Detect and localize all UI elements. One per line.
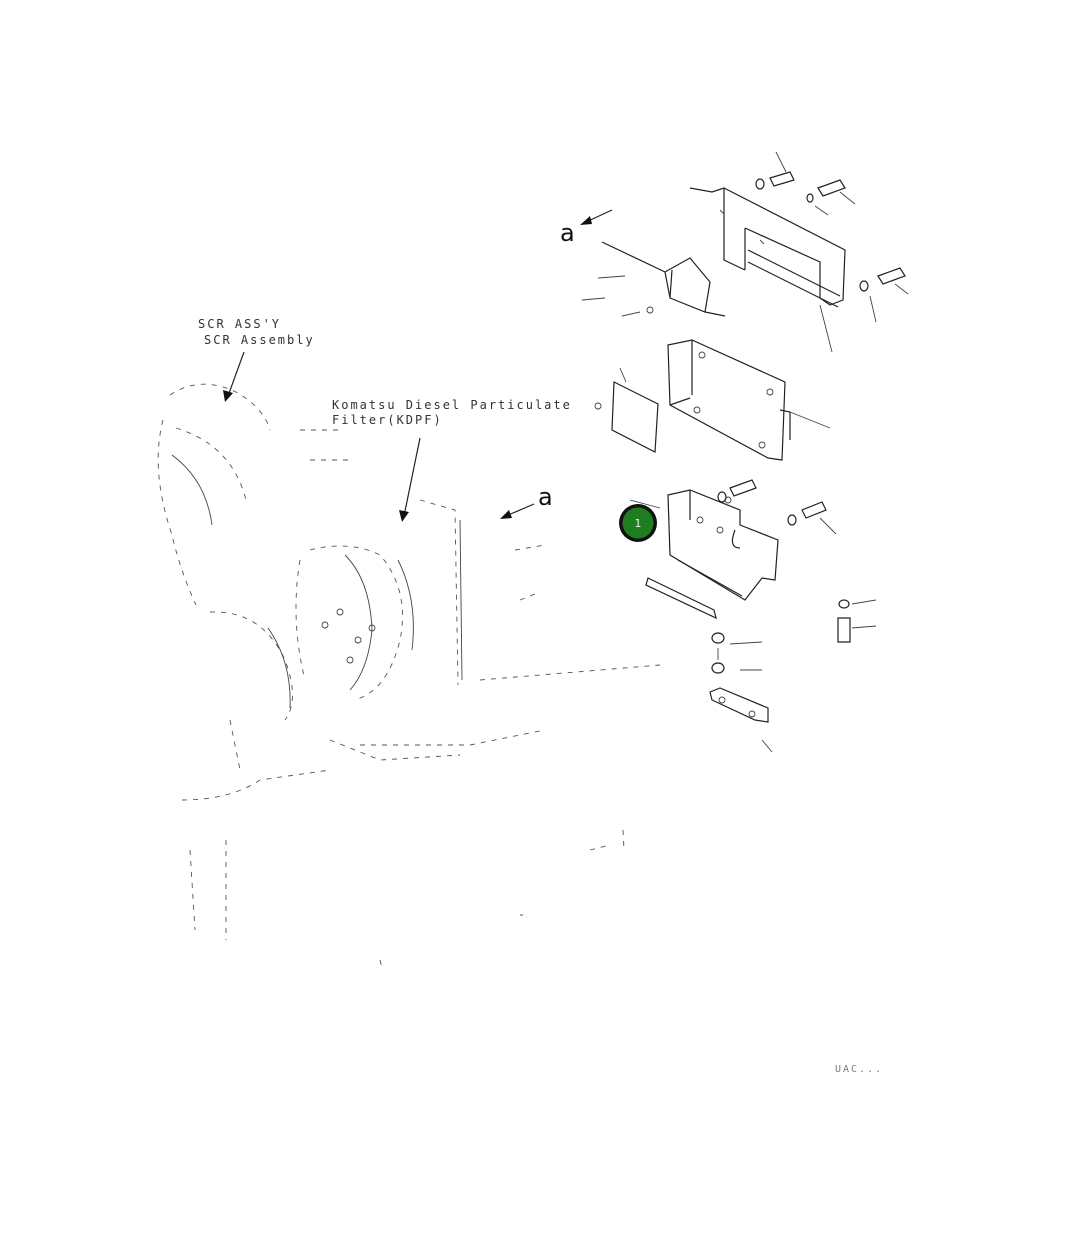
view-a-arrow-mid [500,503,535,519]
scr-leader-arrow [223,351,245,402]
drawing-code: UAC... [835,1064,883,1075]
callout-1[interactable]: 1 [619,504,657,542]
upper-bracket-assembly [689,151,909,353]
view-a-label-top: a [560,219,575,247]
bolt-top-2 [806,179,856,216]
bolt-top-3 [859,267,909,323]
pad [594,367,659,453]
cover-plate-upper [581,241,726,317]
kdpf-assembly [295,499,661,969]
middle-bracket [667,339,831,461]
view-a-label-mid: a [538,483,553,511]
dpf-leader-arrow [399,437,421,522]
view-a-arrow-top [580,209,613,225]
scr-assembly-label-1: SCR ASS'Y [198,317,281,331]
small-hardware [709,599,877,753]
scr-assembly-label-2: SCR Assembly [204,333,315,347]
lower-bracket [629,479,837,620]
bolt-top-1 [755,151,795,190]
dpf-label-1: Komatsu Diesel Particulate [332,398,572,412]
scr-assembly [157,383,352,940]
bolt-lower-2 [787,501,837,535]
callout-1-fill [622,507,654,539]
bolt-lower-1 [717,479,757,503]
callout-1-number: 1 [635,517,642,530]
dpf-label-2: Filter(KDPF) [332,413,443,427]
